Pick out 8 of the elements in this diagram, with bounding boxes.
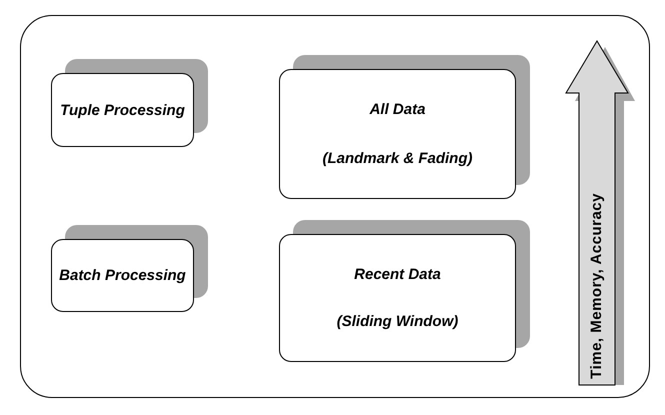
box-label: All Data (370, 101, 426, 118)
box-label: (Landmark & Fading) (322, 150, 472, 167)
box-label: (Sliding Window) (336, 313, 458, 330)
container-frame (20, 15, 650, 398)
box-label: Recent Data (354, 266, 441, 283)
box-label: Tuple Processing (60, 102, 185, 118)
axis-label: Time, Memory, Accuracy (588, 193, 605, 379)
box-label: Batch Processing (59, 267, 186, 284)
